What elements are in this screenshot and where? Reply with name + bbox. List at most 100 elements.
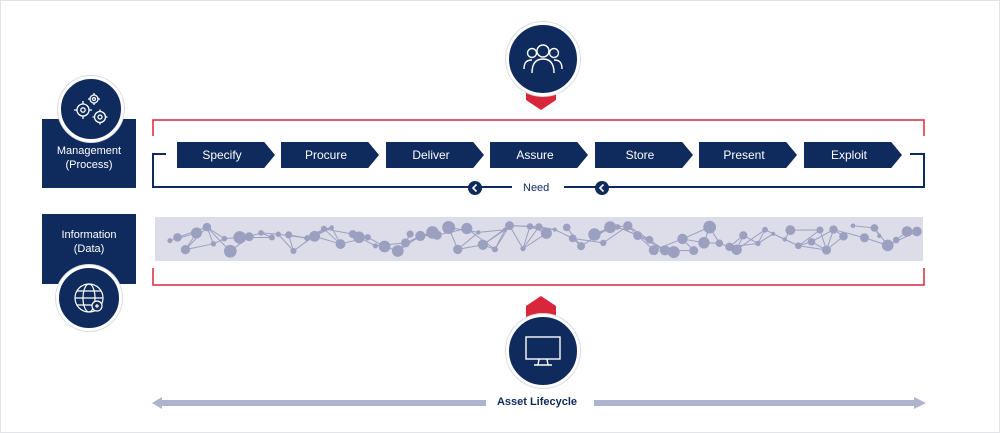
network-node bbox=[309, 230, 321, 242]
network-node bbox=[870, 224, 879, 232]
network-node bbox=[912, 226, 922, 237]
network-node bbox=[275, 231, 281, 237]
network-link bbox=[323, 228, 353, 235]
monitor-icon bbox=[506, 314, 580, 388]
network-node bbox=[372, 243, 379, 249]
network-link bbox=[277, 233, 294, 252]
people-icon bbox=[506, 22, 580, 96]
network-node bbox=[715, 239, 724, 248]
network-node bbox=[290, 247, 297, 255]
bottom-bracket bbox=[152, 268, 925, 286]
stage-deliver: Deliver bbox=[386, 142, 484, 168]
network-node bbox=[659, 245, 671, 256]
need-label-bg bbox=[512, 180, 564, 196]
network-node bbox=[859, 233, 869, 243]
network-node bbox=[400, 238, 410, 248]
network-node bbox=[677, 233, 688, 245]
network-link bbox=[478, 229, 506, 233]
network-node bbox=[535, 223, 543, 231]
network-link bbox=[509, 225, 524, 249]
network-link bbox=[798, 229, 821, 247]
network-node bbox=[353, 231, 365, 244]
network-node bbox=[645, 235, 654, 244]
globe-data-icon bbox=[56, 265, 122, 331]
stage-exploit: Exploit bbox=[804, 142, 902, 168]
network-node bbox=[258, 230, 264, 236]
network-node bbox=[614, 224, 621, 230]
top-bracket bbox=[152, 119, 925, 136]
stage-assure: Assure bbox=[490, 142, 588, 168]
network-node bbox=[304, 235, 311, 242]
network-node bbox=[839, 231, 848, 241]
network-node bbox=[329, 225, 334, 230]
network-node bbox=[829, 225, 838, 234]
network-node bbox=[782, 237, 787, 242]
network-link bbox=[522, 226, 531, 249]
left-arrow-icon bbox=[595, 181, 609, 195]
network-node bbox=[364, 234, 371, 241]
network-node bbox=[190, 227, 202, 239]
network-link bbox=[572, 237, 604, 244]
network-node bbox=[477, 239, 489, 250]
network-node bbox=[568, 234, 577, 243]
lifecycle-label: Asset Lifecycle bbox=[496, 396, 578, 408]
network-node bbox=[502, 227, 508, 232]
network-node bbox=[739, 231, 748, 240]
network-node bbox=[816, 226, 824, 234]
network-node bbox=[755, 240, 761, 247]
network-node bbox=[623, 221, 633, 231]
network-node bbox=[795, 242, 802, 250]
management-label: Management bbox=[56, 144, 122, 157]
network-node bbox=[173, 233, 182, 242]
network-node bbox=[335, 239, 346, 249]
network-node bbox=[210, 241, 217, 247]
network-node bbox=[588, 228, 601, 241]
network-node bbox=[442, 221, 456, 234]
network-node bbox=[881, 239, 894, 252]
network-node bbox=[391, 245, 404, 257]
network-node bbox=[167, 238, 173, 244]
network-node bbox=[432, 230, 442, 240]
network-node bbox=[901, 226, 913, 237]
network-node bbox=[415, 230, 426, 242]
network-link bbox=[617, 226, 650, 241]
network-node bbox=[378, 240, 391, 253]
stage-present: Present bbox=[699, 142, 797, 168]
network-node bbox=[406, 230, 414, 238]
network-link bbox=[757, 233, 774, 244]
network-node bbox=[785, 225, 796, 236]
network-node bbox=[552, 227, 557, 232]
network-node bbox=[221, 235, 228, 242]
data-network bbox=[167, 220, 922, 259]
network-node bbox=[476, 230, 481, 235]
stage-store: Store bbox=[595, 142, 693, 168]
network-node bbox=[821, 245, 832, 255]
network-node bbox=[461, 222, 473, 235]
gears-icon bbox=[58, 76, 124, 142]
network-node bbox=[771, 231, 776, 236]
lifecycle-arrow bbox=[152, 397, 926, 409]
network-node bbox=[703, 220, 717, 234]
network-link bbox=[811, 229, 834, 243]
network-node bbox=[505, 221, 514, 231]
network-link bbox=[522, 226, 540, 249]
network-node bbox=[648, 245, 659, 256]
network-node bbox=[667, 246, 680, 259]
network-node bbox=[892, 236, 900, 244]
network-node bbox=[453, 244, 463, 255]
network-link bbox=[260, 232, 279, 235]
network-node bbox=[180, 244, 191, 255]
network-node bbox=[233, 231, 247, 244]
network-node bbox=[850, 223, 856, 229]
network-link bbox=[833, 229, 865, 239]
network-link bbox=[798, 245, 827, 251]
network-node bbox=[320, 225, 327, 232]
network-node bbox=[202, 222, 212, 232]
network-node bbox=[807, 237, 816, 246]
network-node bbox=[731, 244, 742, 255]
network-node bbox=[877, 233, 882, 239]
network-node bbox=[268, 234, 275, 241]
network-node bbox=[526, 223, 534, 230]
need-label: Need bbox=[523, 182, 550, 194]
management-sublabel: (Process) bbox=[65, 158, 113, 171]
